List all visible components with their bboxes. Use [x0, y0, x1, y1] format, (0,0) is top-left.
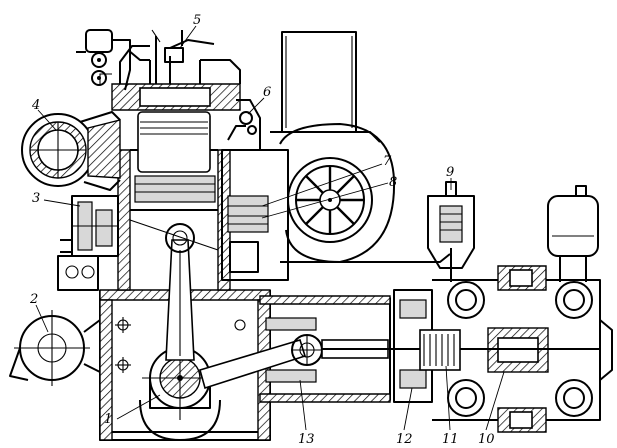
label-10: 10 — [478, 432, 495, 447]
left-accessory-drive — [57, 195, 119, 291]
label-3: 3 — [32, 191, 40, 206]
label-13: 13 — [298, 432, 315, 447]
label-9: 9 — [446, 165, 454, 180]
side-connecting-rod — [199, 334, 323, 390]
top-valve-assembly — [76, 29, 131, 91]
turbocharger — [270, 31, 451, 263]
label-5: 5 — [193, 13, 201, 28]
cylinder-head — [99, 29, 241, 111]
label-8: 8 — [389, 175, 397, 190]
exhaust-manifold — [21, 111, 121, 191]
label-11: 11 — [442, 432, 459, 447]
piston — [137, 111, 211, 173]
label-1: 1 — [104, 412, 112, 427]
connecting-rod — [165, 223, 195, 361]
label-2: 2 — [29, 292, 38, 307]
turbine-wheel — [296, 166, 364, 234]
injector — [164, 47, 184, 63]
label-7: 7 — [383, 154, 392, 169]
relief-valve — [427, 181, 475, 282]
compressor-crosshead — [259, 289, 433, 403]
label-4: 4 — [31, 98, 40, 113]
air-receiver — [221, 99, 289, 281]
label-6: 6 — [263, 85, 271, 100]
label-12: 12 — [396, 432, 413, 447]
scavenge-blower — [9, 310, 101, 386]
compressor-cylinder — [419, 265, 613, 433]
air-tank — [547, 185, 599, 282]
leader-lines — [35, 25, 505, 431]
cylinder-block — [117, 111, 231, 291]
